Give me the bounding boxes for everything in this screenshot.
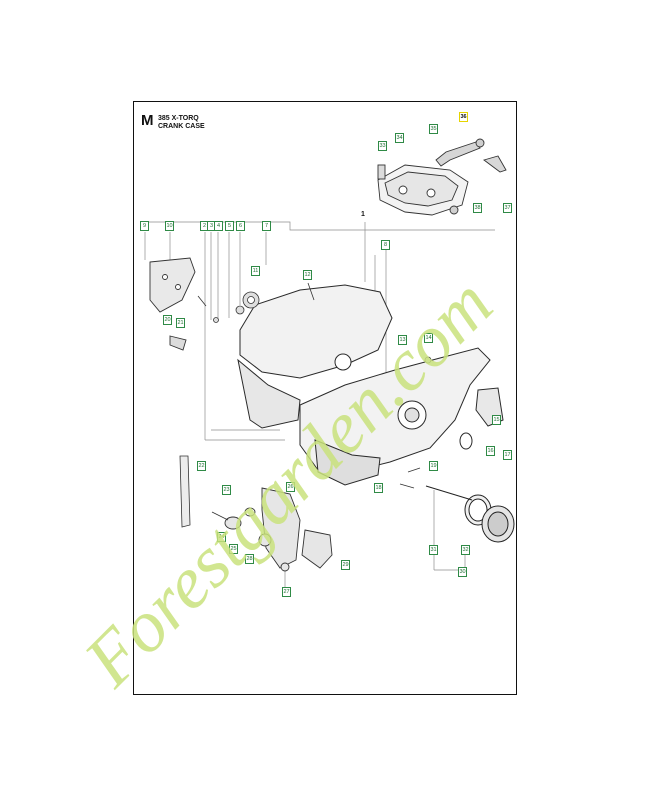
callout-13[interactable]: 13 bbox=[398, 335, 407, 345]
small-hardware bbox=[197, 282, 432, 489]
model-title: 385 X-TORQ bbox=[158, 115, 199, 122]
callout-31[interactable]: 31 bbox=[429, 545, 438, 555]
callout-15[interactable]: 15 bbox=[492, 415, 501, 425]
callout-18[interactable]: 18 bbox=[374, 483, 383, 493]
assembly-label: 1 bbox=[361, 211, 365, 218]
callout-5[interactable]: 5 bbox=[225, 221, 234, 231]
callout-27[interactable]: 27 bbox=[282, 587, 291, 597]
seal-ring-assembly bbox=[425, 485, 515, 543]
callout-28[interactable]: 28 bbox=[245, 554, 254, 564]
callout-36[interactable]: 36 bbox=[459, 112, 468, 122]
callout-8[interactable]: 8 bbox=[381, 240, 390, 250]
section-letter: M bbox=[141, 112, 154, 129]
svg-text:Forestgarden.com: Forestgarden.com bbox=[68, 263, 508, 703]
callout-23[interactable]: 23 bbox=[222, 485, 231, 495]
bracket-assembly bbox=[377, 138, 507, 216]
callout-12[interactable]: 12 bbox=[303, 270, 312, 280]
gasket-strip bbox=[179, 455, 191, 528]
callout-22[interactable]: 22 bbox=[197, 461, 206, 471]
callout-7[interactable]: 7 bbox=[262, 221, 271, 231]
callout-26[interactable]: 26 bbox=[286, 482, 295, 492]
callout-6[interactable]: 6 bbox=[236, 221, 245, 231]
callout-4[interactable]: 4 bbox=[214, 221, 223, 231]
callout-21[interactable]: 21 bbox=[176, 318, 185, 328]
callout-38[interactable]: 38 bbox=[473, 203, 482, 213]
callout-30[interactable]: 30 bbox=[458, 567, 467, 577]
callout-37[interactable]: 37 bbox=[503, 203, 512, 213]
callout-10[interactable]: 10 bbox=[165, 221, 174, 231]
callout-25[interactable]: 25 bbox=[229, 544, 238, 554]
callout-17[interactable]: 17 bbox=[503, 450, 512, 460]
callout-33[interactable]: 33 bbox=[378, 141, 387, 151]
pump-assembly bbox=[211, 487, 333, 572]
diagram-frame bbox=[133, 101, 517, 695]
callout-29[interactable]: 29 bbox=[341, 560, 350, 570]
callout-35[interactable]: 35 bbox=[429, 124, 438, 134]
callout-32[interactable]: 32 bbox=[461, 545, 470, 555]
guide-plate bbox=[149, 257, 196, 351]
callout-9[interactable]: 9 bbox=[140, 221, 149, 231]
callout-20[interactable]: 20 bbox=[163, 315, 172, 325]
callout-16[interactable]: 16 bbox=[486, 446, 495, 456]
crankcase-body bbox=[237, 284, 504, 486]
callout-24[interactable]: 24 bbox=[217, 532, 226, 542]
section-title: CRANK CASE bbox=[158, 123, 205, 130]
callout-14[interactable]: 14 bbox=[424, 333, 433, 343]
callout-19[interactable]: 19 bbox=[429, 461, 438, 471]
callout-11[interactable]: 11 bbox=[251, 266, 260, 276]
callout-34[interactable]: 34 bbox=[395, 133, 404, 143]
